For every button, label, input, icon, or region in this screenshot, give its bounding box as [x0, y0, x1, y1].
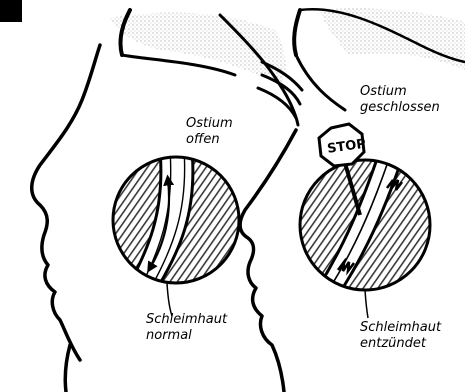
right-mucosa-line1: Schleimhaut: [360, 320, 441, 336]
right-magnified-circle: [300, 150, 430, 300]
right-mucosa-leader: [365, 290, 368, 318]
corner-block: [0, 0, 22, 22]
left-ostium-line2: offen: [186, 132, 233, 148]
right-ostium-line2: geschlossen: [360, 100, 440, 116]
right-mucosa-line2: entzündet: [360, 336, 441, 352]
right-ostium-label: Ostium geschlossen: [360, 84, 440, 116]
left-sinus-texture: [110, 13, 285, 85]
right-mucosa-label: Schleimhaut entzündet: [360, 320, 441, 352]
right-ostium-line1: Ostium: [360, 84, 440, 100]
left-mucosa-line1: Schleimhaut: [146, 312, 227, 328]
left-ostium-line1: Ostium: [186, 116, 233, 132]
left-magnified-circle: [113, 150, 239, 300]
left-ostium-label: Ostium offen: [186, 116, 233, 148]
right-face-profile: [240, 130, 296, 392]
right-sinus-texture: [320, 8, 465, 70]
left-mucosa-label: Schleimhaut normal: [146, 312, 227, 344]
left-mucosa-line2: normal: [146, 328, 227, 344]
